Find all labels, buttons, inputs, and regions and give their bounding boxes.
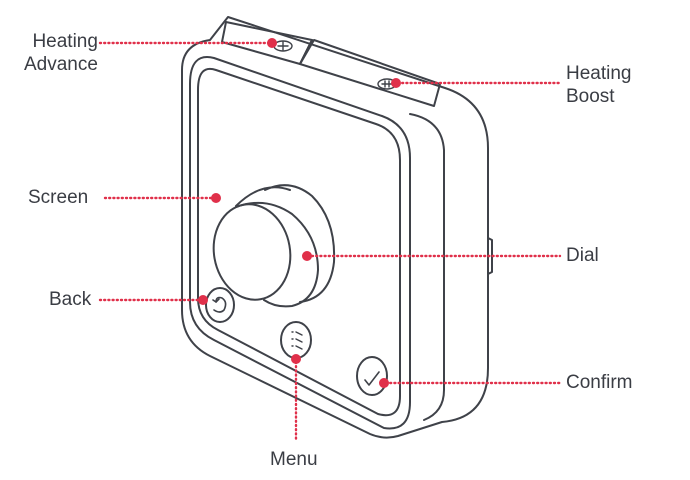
- device-side-edge: [409, 113, 445, 421]
- menu-button[interactable]: [280, 321, 312, 359]
- dot-screen: [211, 193, 221, 203]
- label-screen: Screen: [28, 187, 89, 208]
- callout-dots: [198, 38, 401, 388]
- label-confirm: Confirm: [566, 372, 633, 393]
- dial-face: [212, 203, 292, 301]
- label-heating-boost-line2: Boost: [566, 86, 615, 107]
- device-body: [181, 16, 489, 439]
- dial-edge-top: [235, 186, 291, 207]
- label-back: Back: [49, 289, 92, 310]
- dot-dial: [302, 251, 312, 261]
- device-outer-shell: [181, 16, 489, 439]
- dot-back: [198, 295, 208, 305]
- front-face-outer: [189, 56, 411, 430]
- dial-base: [264, 184, 336, 303]
- label-heating-boost: Heating Boost: [566, 62, 632, 108]
- label-heating-advance-line2: Advance: [24, 54, 98, 75]
- undo-arrow-icon: [212, 296, 227, 313]
- label-heating-advance-line1: Heating: [32, 31, 98, 52]
- dial[interactable]: [206, 184, 336, 308]
- dot-confirm: [379, 378, 389, 388]
- heating-boost-button[interactable]: [299, 39, 441, 107]
- dial-side: [235, 201, 319, 308]
- top-buttons: [221, 21, 441, 107]
- checkmark-icon: [364, 371, 380, 386]
- label-heating-advance: Heating Advance: [24, 30, 98, 76]
- dot-menu: [291, 354, 301, 364]
- back-button[interactable]: [205, 287, 235, 323]
- callouts: [98, 41, 562, 442]
- label-heating-boost-line1: Heating: [566, 63, 632, 84]
- confirm-button[interactable]: [356, 356, 388, 396]
- label-dial: Dial: [566, 245, 599, 266]
- dot-heating-advance: [267, 38, 277, 48]
- label-menu: Menu: [270, 449, 318, 470]
- front-face-inner: [197, 68, 401, 417]
- list-menu-icon: [291, 331, 303, 350]
- dot-heating-boost: [391, 78, 401, 88]
